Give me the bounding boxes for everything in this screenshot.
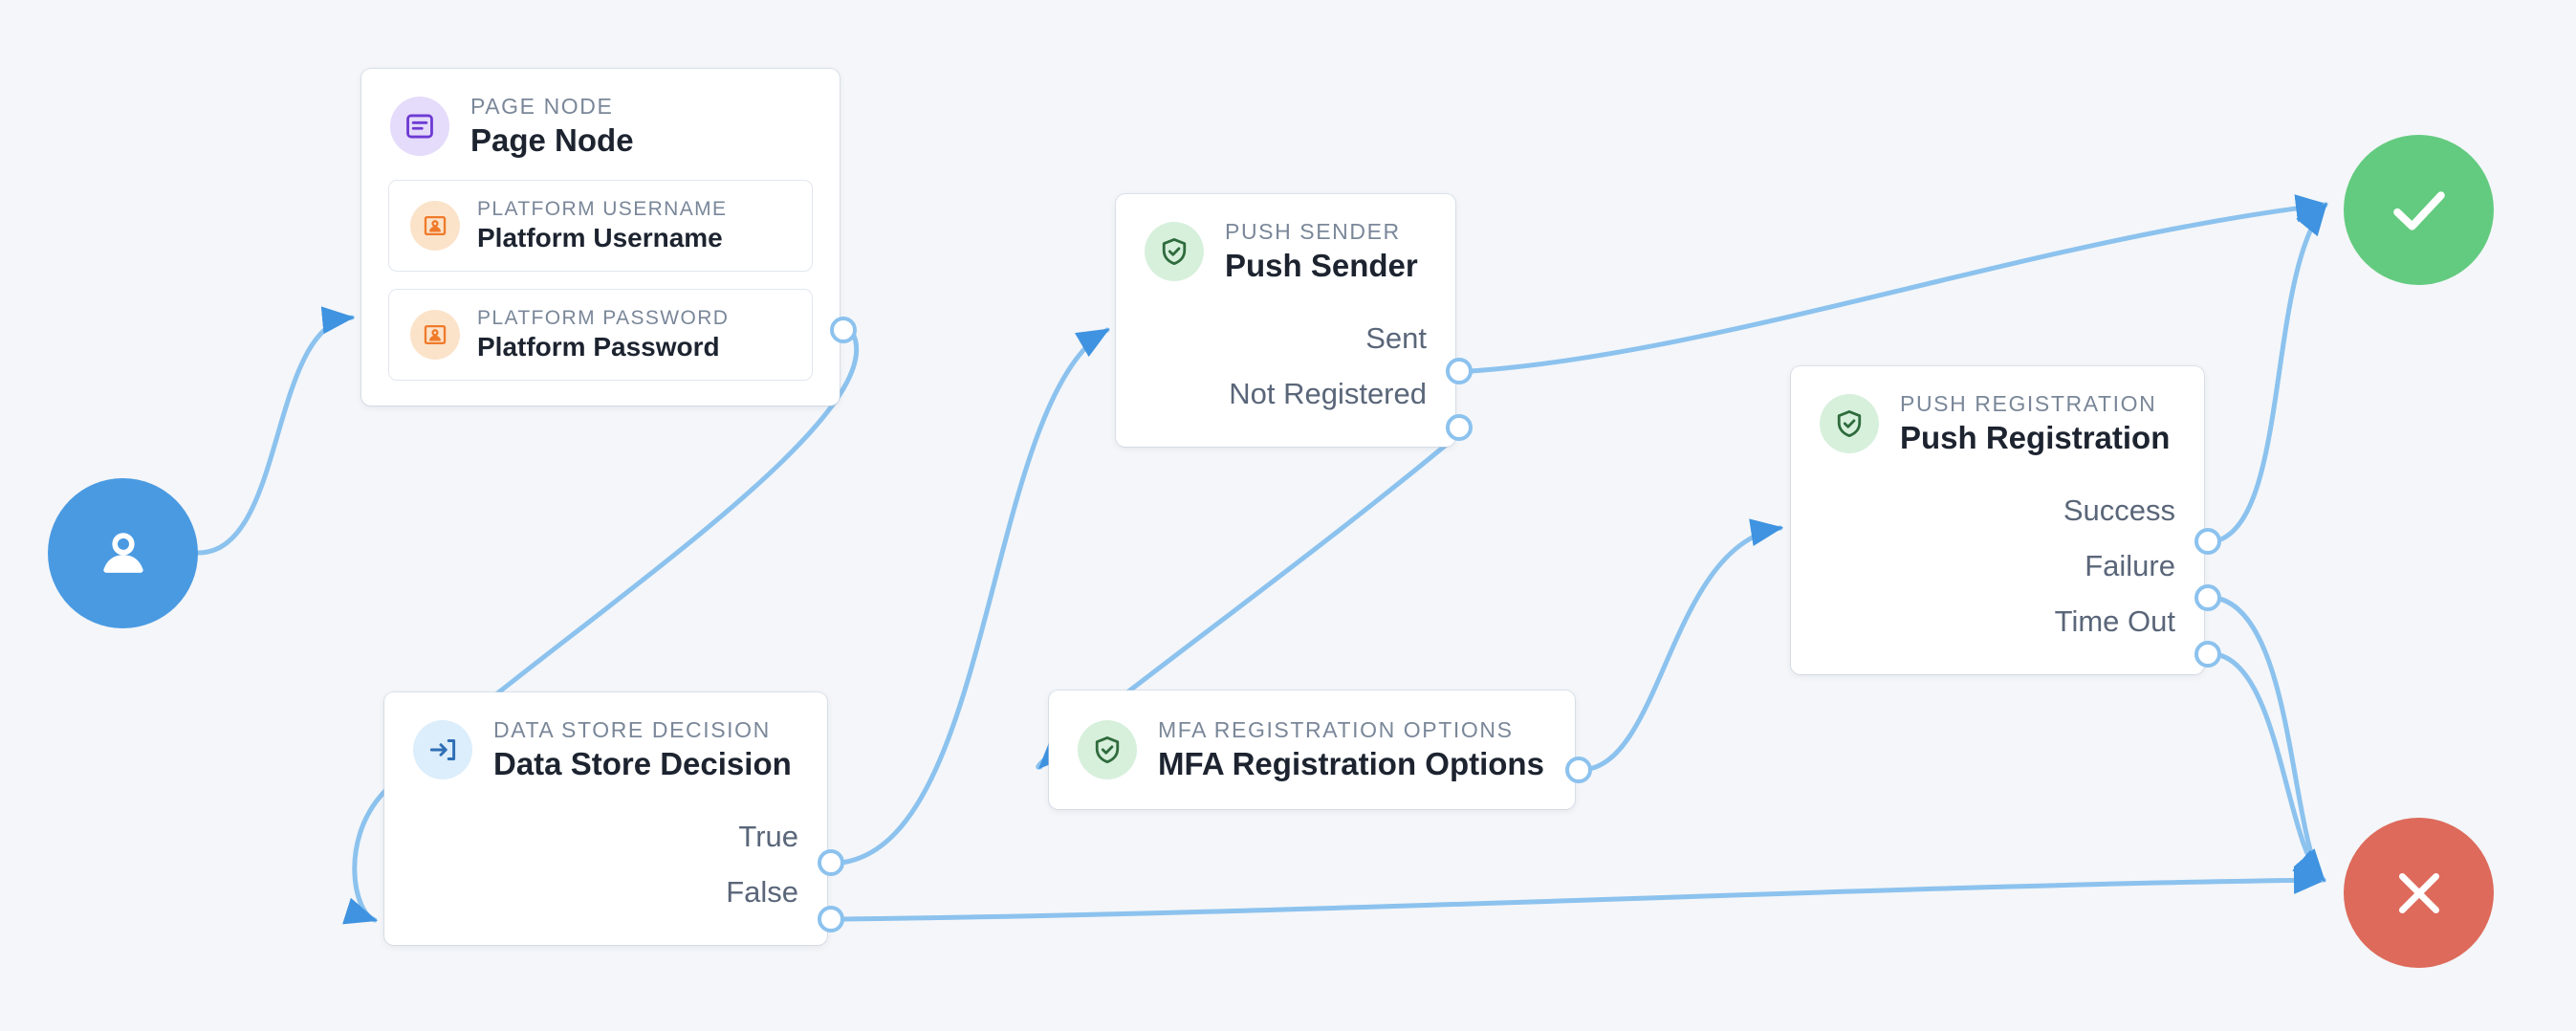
node-kind-label: DATA STORE DECISION: [493, 717, 771, 742]
node-title: Page Node: [470, 122, 634, 158]
output-row-false[interactable]: False: [413, 865, 798, 920]
edge-success-to-success-node: [2213, 202, 2328, 544]
output-port-success[interactable]: [2194, 528, 2221, 555]
output-row-time-out[interactable]: Time Out: [1820, 594, 2175, 649]
edge-timeout-to-failure-node: [2213, 651, 2326, 883]
output-label: Not Registered: [1229, 376, 1427, 410]
node-kind-label: MFA REGISTRATION OPTIONS: [1158, 717, 1514, 742]
output-port-true[interactable]: [818, 849, 844, 876]
shield-check-icon: [1820, 393, 1879, 453]
node-mfa-registration-options[interactable]: MFA REGISTRATION OPTIONS MFA Registratio…: [1049, 691, 1592, 809]
node-kind-label: PAGE NODE: [470, 94, 614, 119]
output-row-sent[interactable]: Sent: [1145, 311, 1427, 366]
node-outputs: Success Failure Time Out: [1791, 477, 2204, 674]
node-header: PUSH SENDER Push Sender: [1116, 194, 1455, 305]
node-push-registration[interactable]: PUSH REGISTRATION Push Registration Succ…: [1791, 366, 2221, 674]
node-kind-label: PUSH SENDER: [1225, 219, 1401, 244]
field-platform-username[interactable]: PLATFORM USERNAME Platform Username: [388, 179, 813, 272]
output-port-sent[interactable]: [1446, 358, 1473, 384]
edge-mfa-to-push-registration: [1580, 518, 1783, 773]
login-arrow-icon: [413, 719, 472, 779]
node-outputs: True False: [384, 803, 827, 945]
output-label: False: [726, 874, 798, 909]
output-label: Sent: [1365, 320, 1427, 355]
output-port-time-out[interactable]: [2194, 641, 2221, 668]
failure-node[interactable]: [2344, 818, 2494, 968]
field-platform-password[interactable]: PLATFORM PASSWORD Platform Password: [388, 288, 813, 381]
page-node-fields: PLATFORM USERNAME Platform Username PLAT…: [361, 179, 840, 406]
edge-failure-to-failure-node: [2213, 595, 2326, 883]
field-kind-label: PLATFORM USERNAME: [477, 197, 728, 220]
node-title: Push Registration: [1900, 420, 2171, 455]
node-title: Push Sender: [1225, 248, 1418, 283]
shield-check-icon: [1078, 719, 1137, 779]
page-form-icon: [390, 96, 449, 156]
node-data-store-decision[interactable]: DATA STORE DECISION Data Store Decision …: [384, 692, 844, 945]
output-row-true[interactable]: True: [413, 809, 798, 865]
output-port-failure[interactable]: [2194, 584, 2221, 611]
output-port-false[interactable]: [818, 906, 844, 932]
id-card-icon: [410, 200, 460, 251]
node-title: MFA Registration Options: [1158, 746, 1544, 781]
shield-check-icon: [1145, 221, 1204, 281]
output-port-platform-username[interactable]: [830, 317, 857, 343]
node-outputs: Sent Not Registered: [1116, 305, 1455, 447]
output-label: True: [738, 819, 798, 853]
output-row-failure[interactable]: Failure: [1820, 538, 2175, 594]
output-port-not-registered[interactable]: [1446, 414, 1473, 441]
output-row-not-registered[interactable]: Not Registered: [1145, 366, 1427, 422]
field-kind-label: PLATFORM PASSWORD: [477, 306, 730, 329]
edge-start-to-page-node: [195, 306, 355, 556]
output-label: Time Out: [2054, 603, 2175, 638]
node-header: PAGE NODE Page Node: [361, 69, 840, 180]
node-kind-label: PUSH REGISTRATION: [1900, 391, 2157, 416]
node-header: DATA STORE DECISION Data Store Decision: [384, 692, 827, 803]
output-row-success[interactable]: Success: [1820, 483, 2175, 538]
field-title: Platform Username: [477, 222, 723, 252]
check-icon: [2392, 190, 2445, 230]
output-port-mfa[interactable]: [1565, 757, 1592, 783]
node-header: PUSH REGISTRATION Push Registration: [1791, 366, 2204, 477]
output-label: Success: [2063, 493, 2175, 527]
success-node[interactable]: [2344, 135, 2494, 285]
field-title: Platform Password: [477, 331, 720, 362]
edge-false-to-failure: [839, 866, 2326, 922]
close-icon: [2398, 872, 2439, 913]
node-push-sender[interactable]: PUSH SENDER Push Sender Sent Not Registe…: [1116, 194, 1473, 447]
start-node[interactable]: [48, 478, 198, 628]
node-page-node[interactable]: PAGE NODE Page Node PLATFORM USERNAME Pl…: [361, 69, 857, 406]
node-header: MFA REGISTRATION OPTIONS MFA Registratio…: [1049, 691, 1575, 809]
output-label: Failure: [2085, 548, 2175, 582]
edge-sent-to-success: [1468, 194, 2328, 374]
user-icon: [102, 532, 143, 573]
node-title: Data Store Decision: [493, 746, 792, 781]
id-card-icon: [410, 309, 460, 360]
